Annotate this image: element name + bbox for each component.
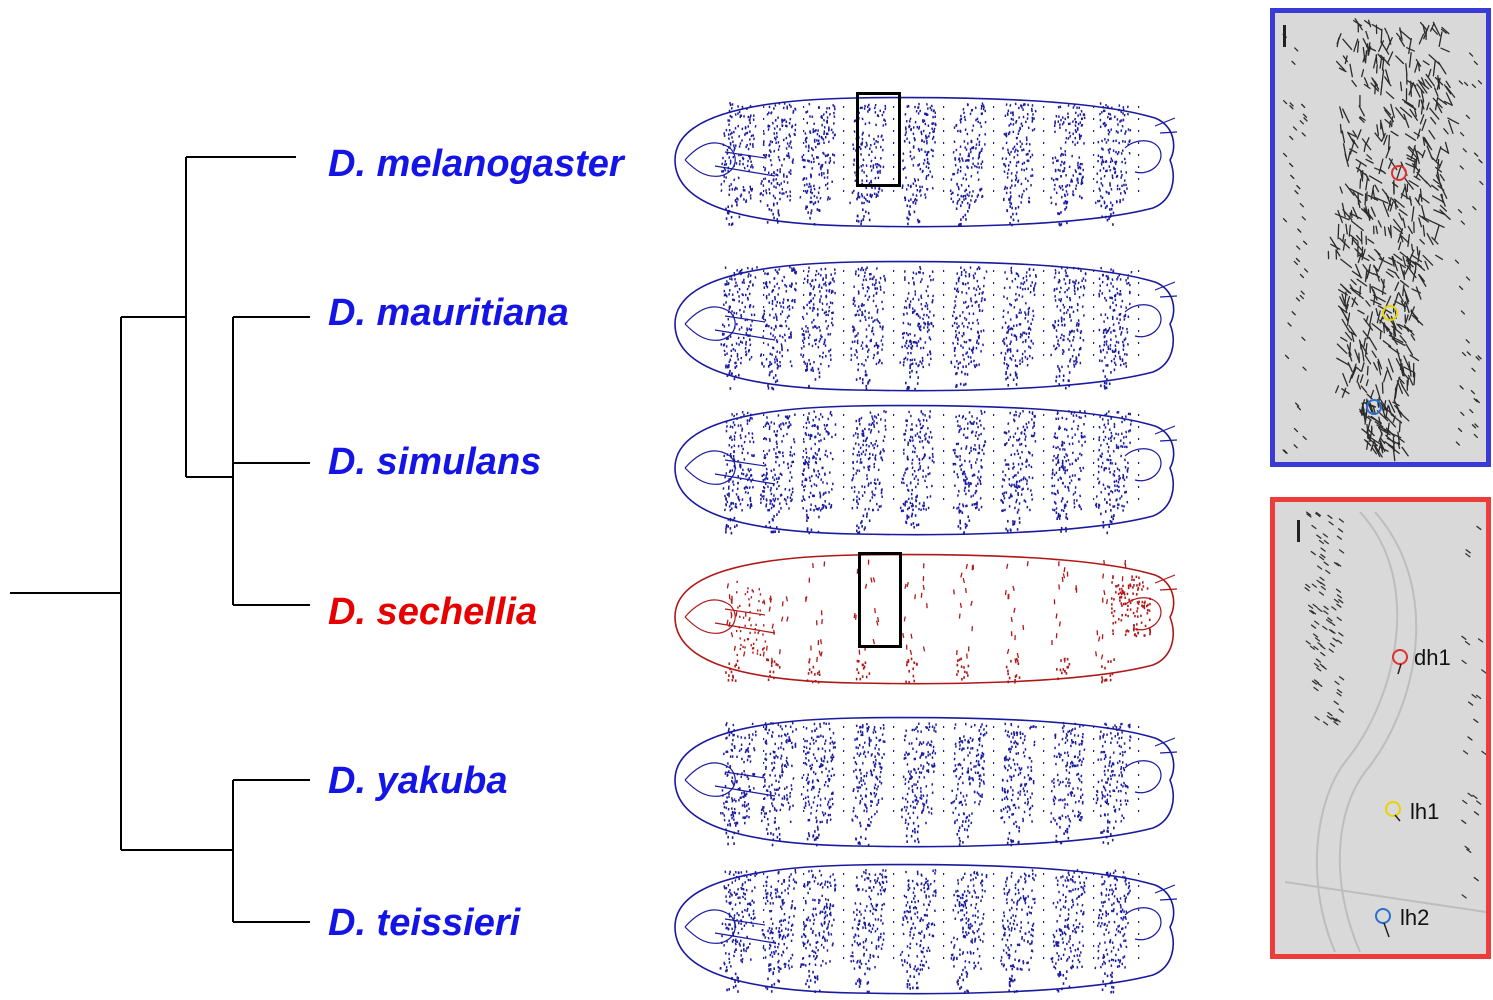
larva-melanogaster xyxy=(655,88,1185,233)
lh1-marker-icon xyxy=(1383,799,1405,829)
species-label-sechellia: D. sechellia xyxy=(328,592,537,632)
dh1-marker-icon xyxy=(1389,163,1409,183)
hair-label-dh1: dh1 xyxy=(1414,646,1451,670)
larva-sechellia xyxy=(655,545,1185,690)
highlight-box-sechellia xyxy=(858,552,902,648)
species-label-teissieri: D. teissieri xyxy=(328,903,520,943)
larva-simulans xyxy=(655,396,1185,541)
dense-trichome-field xyxy=(1275,13,1486,462)
highlight-box-melanogaster xyxy=(856,92,901,187)
larva-teissieri xyxy=(655,855,1185,1000)
species-label-mauritiana: D. mauritiana xyxy=(328,293,569,333)
hair-label-lh2: lh2 xyxy=(1400,906,1429,930)
species-label-simulans: D. simulans xyxy=(328,442,541,482)
lh2-marker-icon xyxy=(1364,397,1384,417)
scale-bar xyxy=(1283,25,1286,47)
micrograph-panel-sechellia: dh1 lh1 lh2 xyxy=(1270,497,1491,959)
lh1-marker-icon xyxy=(1380,303,1400,323)
micrograph-panel-melanogaster xyxy=(1270,8,1491,467)
larva-yakuba xyxy=(655,708,1185,853)
larva-mauritiana xyxy=(655,252,1185,397)
species-label-yakuba: D. yakuba xyxy=(328,761,508,801)
lh2-marker-icon xyxy=(1373,906,1395,940)
hair-label-lh1: lh1 xyxy=(1410,800,1439,824)
scale-bar xyxy=(1297,520,1300,542)
dh1-marker-icon xyxy=(1390,647,1412,677)
sparse-trichome-field xyxy=(1275,502,1486,954)
species-label-melanogaster: D. melanogaster xyxy=(328,144,624,184)
